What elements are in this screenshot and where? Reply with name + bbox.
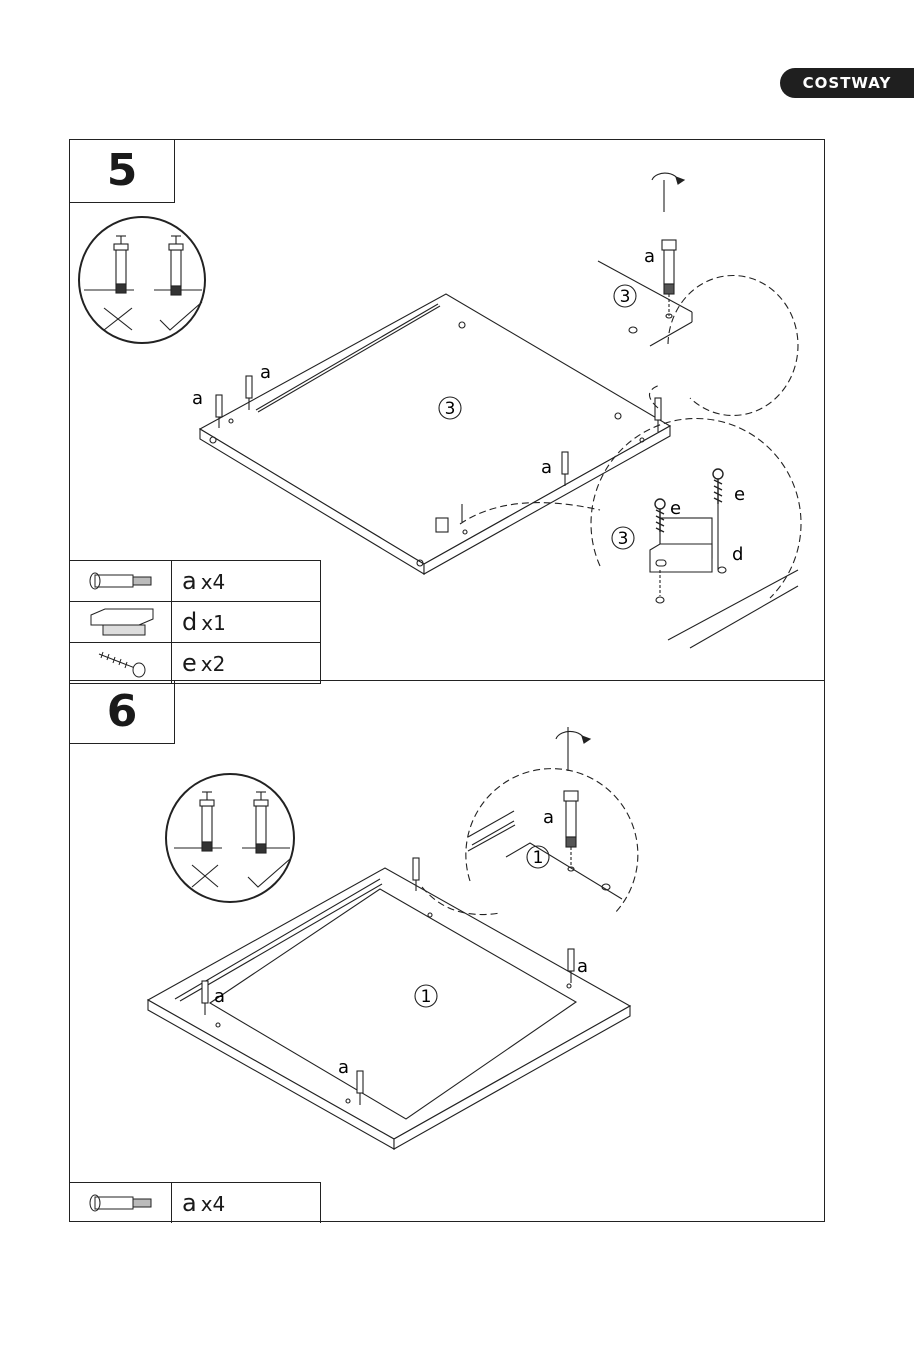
callout-a: a: [192, 388, 203, 409]
detail-bubble: [422, 727, 638, 915]
cam-dowel-icon: [70, 561, 172, 601]
step-number: 6: [70, 681, 175, 744]
part-qty: x1: [201, 611, 226, 635]
detail-panel-number: 3: [620, 287, 631, 307]
part-qty: x4: [201, 570, 226, 594]
step-6-illustration: 1 1 a a a a: [70, 681, 826, 1223]
detail-panel-number: 3: [618, 529, 629, 549]
detail-callout-a: a: [543, 807, 554, 828]
callout-a: a: [338, 1057, 349, 1078]
callout-a: a: [260, 362, 271, 383]
callout-a: a: [541, 457, 552, 478]
frame-1-drawing: [148, 868, 630, 1149]
cam-dowel-icon: [70, 1183, 172, 1223]
callout-a: a: [214, 986, 225, 1007]
brand-logo: COSTWAY: [780, 68, 914, 98]
magnetic-catch-icon: [70, 602, 172, 642]
detail-callout-e: e: [734, 484, 745, 505]
part-qty: x4: [201, 1192, 226, 1216]
install-depth-hint-icon: [79, 217, 205, 343]
step-number: 5: [70, 140, 175, 203]
part-letter: e: [182, 649, 197, 677]
install-depth-hint-icon: [166, 774, 294, 902]
part-qty: x2: [201, 652, 226, 676]
screw-icon: [70, 643, 172, 683]
panel-number: 3: [445, 399, 456, 419]
part-letter: d: [182, 608, 197, 636]
detail-panel-number: 1: [533, 848, 544, 868]
callout-a: a: [577, 956, 588, 977]
detail-callout-a: a: [644, 246, 655, 267]
panel-number: 1: [421, 987, 432, 1007]
panel-3-drawing: [200, 294, 670, 574]
part-letter: a: [182, 1189, 197, 1217]
part-letter: a: [182, 567, 197, 595]
detail-callout-d: d: [732, 544, 743, 565]
detail-callout-e: e: [670, 498, 681, 519]
